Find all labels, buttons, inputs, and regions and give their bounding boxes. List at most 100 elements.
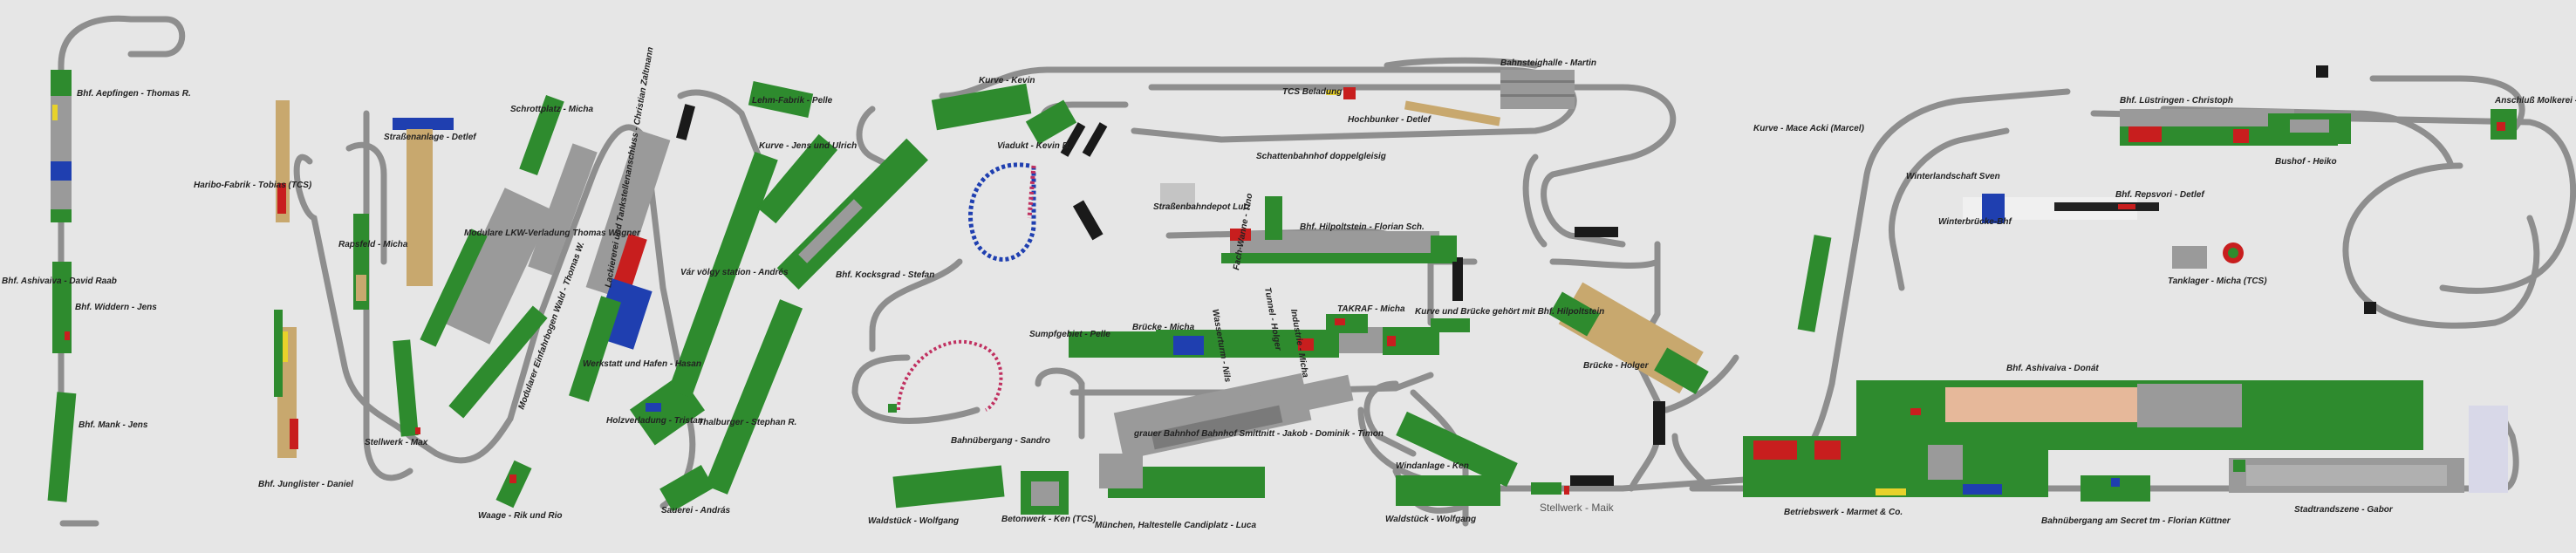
label-mank: Bhf. Mank - Jens <box>79 420 148 430</box>
module-stellwerk-maik-red <box>1564 486 1569 495</box>
label-modulare-lkw: Modulare LKW-Verladung Thomas Wagner <box>464 229 641 238</box>
module-stadtrandszene-right <box>2469 406 2508 493</box>
module-viadukt-curve-red <box>1027 165 1036 219</box>
module-waage-red <box>509 474 516 483</box>
label-bushof: Bushof - Heiko <box>2275 157 2337 167</box>
module-haribo-red <box>277 183 286 214</box>
module-kurve-mace <box>1797 235 1832 332</box>
module-stellwerk-max <box>393 339 419 437</box>
label-junglister: Bhf. Junglister - Daniel <box>258 480 353 489</box>
module-bahnsteighalle-stripes <box>1500 80 1575 83</box>
label-ashiveiva-left: Bhf. Ashivaiva - David Raab <box>2 276 117 286</box>
module-loco-right <box>2364 302 2376 314</box>
label-widdern: Bhf. Widdern - Jens <box>75 303 157 312</box>
module-betonwerk-gray <box>1031 481 1059 506</box>
label-sauerei: Sauerei - András <box>661 506 731 515</box>
module-stadtrandszene-green <box>2233 460 2245 472</box>
module-takraf <box>1326 314 1368 333</box>
label-muenchen: München, Haltestelle Candiplatz - Luca <box>1095 521 1256 530</box>
module-viadukt-dark <box>1060 122 1086 157</box>
module-hochbunker <box>1404 100 1501 126</box>
label-kocksgrad: Bhf. Kocksgrad - Stefan <box>836 270 934 280</box>
label-aepfingen: Bhf. Aepfingen - Thomas R. <box>77 89 191 99</box>
module-waage <box>495 460 532 509</box>
module-rapsfeld-tan <box>356 275 366 301</box>
module-thalburger <box>704 299 803 495</box>
module-bahnsteighalle-stripes2 <box>1500 94 1575 97</box>
module-schrottplatz-gray <box>528 143 598 276</box>
label-rapsfeld: Rapsfeld - Micha <box>338 240 408 249</box>
module-winterlandschaft-blue <box>1982 194 2005 223</box>
module-viadukt <box>1025 99 1077 145</box>
module-bruecke-holger-green2 <box>1654 347 1709 394</box>
module-holzverladung-blue <box>646 403 661 412</box>
module-hilpoltstein <box>1230 231 1439 256</box>
label-tcs-beladung: TCS Beladung <box>1282 87 1342 97</box>
module-windanlage <box>1396 411 1518 488</box>
module-bruecke-holger-loco <box>1575 227 1618 237</box>
label-betriebswerk: Betriebswerk - Marmet & Co. <box>1784 508 1903 517</box>
modules-left <box>47 70 928 512</box>
module-tcs-beladung <box>1343 87 1356 99</box>
module-junglister-yellow <box>279 331 288 362</box>
label-hochbunker: Hochbunker - Detlef <box>1348 115 1432 125</box>
module-schrottplatz <box>519 94 564 176</box>
module-lackiererei <box>585 129 671 298</box>
label-bahnuebergang-secret: Bahnübergang am Secret tm - Florian Kütt… <box>2041 516 2231 526</box>
label-viadukt: Viadukt - Kevin B. <box>997 141 1071 151</box>
module-betriebswerk-blue <box>1963 484 2002 495</box>
module-strassenbahndepot <box>1160 183 1195 209</box>
module-bushof-gray <box>2290 119 2329 133</box>
module-hilpoltstein-red <box>1230 229 1251 241</box>
label-winterlandschaft: Winterlandschaft Sven <box>1906 172 2000 181</box>
module-kocksgrad-gray <box>798 199 863 263</box>
module-betriebswerk-red2 <box>1814 440 1841 460</box>
label-repsvori: Bhf. Repsvori - Detlef <box>2115 190 2205 200</box>
label-kurve-mace: Kurve - Mace Acki (Marcel) <box>1753 124 1865 133</box>
module-strassenanlage <box>407 129 433 286</box>
module-viadukt-curve <box>968 162 1036 262</box>
label-lehm-fabrik: Lehm-Fabrik - Pelle <box>752 96 833 106</box>
label-windanlage: Windanlage - Ken <box>1396 461 1469 471</box>
module-kurve-hilpoltstein <box>1431 318 1470 332</box>
module-viadukt-dark2 <box>1082 122 1108 157</box>
module-sumpfgebiet-marker <box>888 404 897 413</box>
label-stellwerk-maik: Stellwerk - Maik <box>1540 502 1615 514</box>
label-stellwerk-max: Stellwerk - Max <box>365 438 428 447</box>
module-bruecke-holger-green <box>1548 291 1601 337</box>
module-industrie-red <box>1387 336 1396 346</box>
module-lackiererei-red <box>613 233 647 286</box>
label-bruecke-holger: Brücke - Holger <box>1583 361 1650 371</box>
module-ashiveiva-right-gray <box>2137 384 2242 427</box>
label-sumpfgebiet: Sumpfgebiet - Pelle <box>1029 330 1110 339</box>
module-stellwerk-max-red <box>415 427 420 434</box>
label-schrottplatz: Schrottplatz - Micha <box>510 105 593 114</box>
label-thalburger: Thalburger - Stephan R. <box>698 418 796 427</box>
label-ashiveiva-right: Bhf. Ashivaiva - Donát <box>2006 364 2099 373</box>
module-tanklager <box>2172 246 2207 269</box>
label-anschluss-molkerei: Anschluß Molkerei - Micha <box>2494 96 2576 106</box>
label-grauer-bahnhof: grauer Bahnhof Bahnhof Smittnitt - Jakob… <box>1133 429 1384 439</box>
module-bahnsteighalle <box>1500 70 1575 109</box>
module-sumpfgebiet <box>1069 331 1156 358</box>
module-viadukt-loco <box>1072 200 1104 241</box>
label-waldstueck: Waldstück - Wolfgang <box>868 516 959 526</box>
module-repsvori <box>2054 202 2159 211</box>
module-aepfingen-yellow <box>52 105 58 120</box>
module-varvolgy <box>668 151 778 399</box>
label-waldstueck2: Waldstück - Wolfgang <box>1385 515 1476 524</box>
module-grauer-bahnhof-dark <box>1151 405 1283 450</box>
label-strassenbahndepot: Straßenbahndepot Lutz <box>1153 202 1251 212</box>
module-kurve-kevin <box>931 83 1032 131</box>
module-ashiveiva-left <box>52 262 72 353</box>
module-muenchen-gray <box>1099 454 1143 488</box>
label-varvolgy: Vár völgy station - Andrés <box>680 268 789 277</box>
module-loco-black <box>676 104 695 140</box>
label-holzverladung: Holzverladung - Tristan <box>606 416 703 426</box>
module-sauerei <box>659 465 714 512</box>
module-mank <box>47 392 77 502</box>
label-strassenanlage: Straßenanlage - Detlef <box>384 133 477 142</box>
modules-center <box>888 70 1709 515</box>
label-haribo: Haribo-Fabrik - Tobias (TCS) <box>194 181 312 190</box>
